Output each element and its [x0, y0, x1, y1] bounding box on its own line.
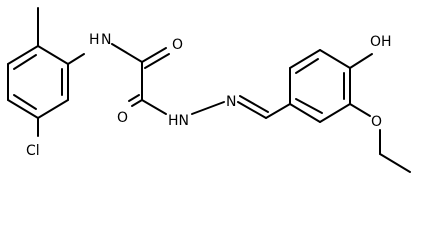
- amide-nitrogen-label: N: [101, 32, 111, 48]
- double-bond-inner: [295, 58, 319, 74]
- imine-double-bond: [239, 95, 269, 113]
- carbonyl-double-bond: [131, 99, 143, 107]
- ether-bond: [349, 103, 371, 117]
- bond: [67, 53, 85, 65]
- bond: [37, 99, 69, 119]
- ethyl-bond: [379, 153, 411, 173]
- double-bond-inner: [13, 54, 37, 70]
- bond: [7, 99, 39, 119]
- hydroxyl-bond: [349, 53, 373, 69]
- left-benzene-ring: [7, 45, 69, 119]
- bond: [37, 45, 69, 65]
- carbonyl-double-bond: [141, 47, 167, 63]
- molecule-structure: Cl N H O O HN N OH O: [7, 7, 411, 173]
- amide-hydrogen-label: H: [89, 32, 100, 48]
- hydrazide-nh-label: HN: [168, 113, 189, 129]
- molecule-canvas: Cl N H O O HN N OH O: [7, 7, 411, 173]
- hydroxyl-label: OH: [370, 34, 392, 50]
- ether-oxygen-label: O: [371, 114, 382, 130]
- chlorine-atom-label: Cl: [26, 143, 40, 159]
- bond: [7, 45, 39, 65]
- imine-nitrogen-label: N: [226, 94, 236, 110]
- bond: [191, 101, 225, 115]
- imine-double-bond: [237, 101, 267, 119]
- double-bond-inner: [295, 98, 323, 114]
- double-bond-inner: [13, 94, 37, 110]
- bond: [319, 103, 351, 123]
- carbonyl-oxygen-bottom-label: O: [117, 110, 128, 126]
- bond: [289, 103, 321, 123]
- bond: [265, 103, 291, 119]
- carbonyl-double-bond: [128, 94, 140, 102]
- carbonyl-oxygen-top-label: O: [172, 37, 183, 53]
- bond: [141, 99, 167, 115]
- bond: [289, 49, 321, 69]
- right-benzene-ring: [289, 49, 351, 123]
- bond: [319, 49, 351, 69]
- bond: [111, 43, 143, 63]
- carbonyl-double-bond: [144, 53, 170, 69]
